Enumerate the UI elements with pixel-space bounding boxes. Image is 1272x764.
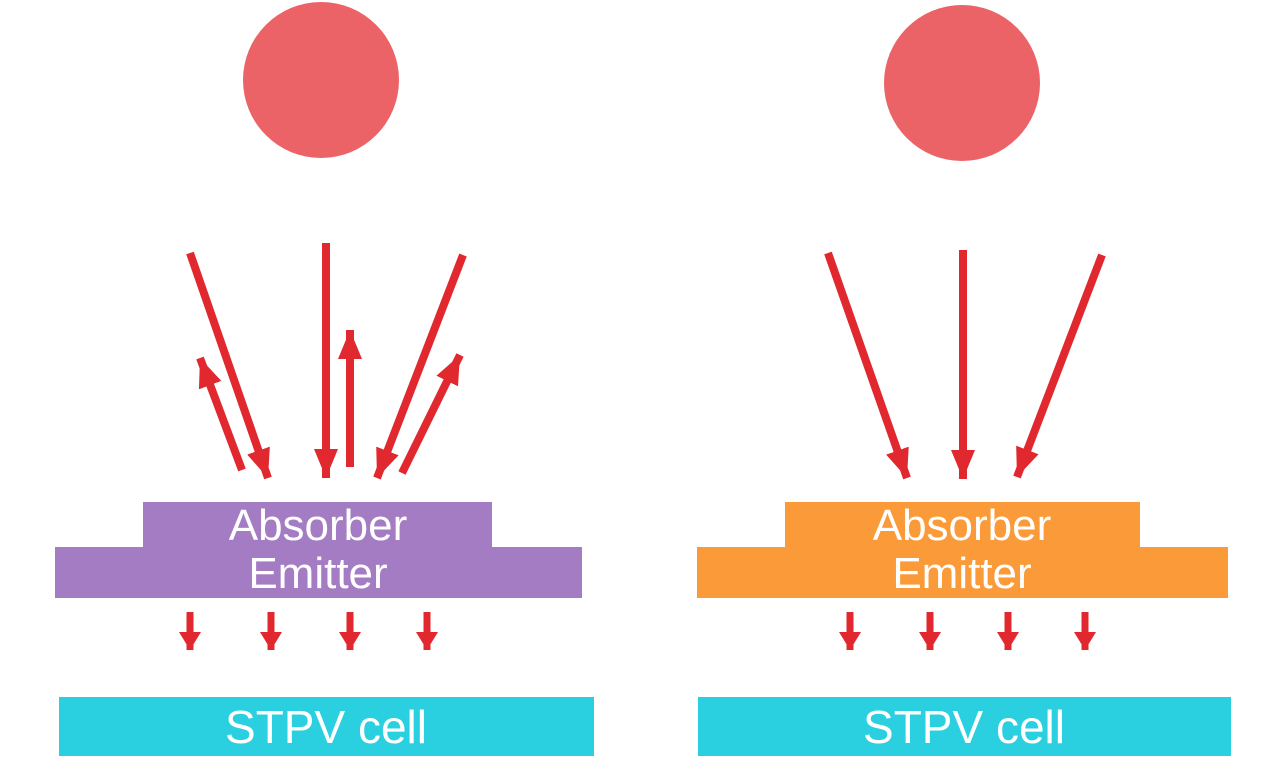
right-stpv-cell bbox=[698, 697, 1231, 756]
left-diagram: Absorber Emitter STPV cell bbox=[55, 2, 594, 756]
right-diagram: Absorber Emitter STPV cell bbox=[697, 5, 1231, 756]
left-reflected-ray-1 bbox=[196, 356, 246, 472]
right-incident-ray-1 bbox=[824, 251, 911, 480]
left-incident-ray-1 bbox=[186, 251, 272, 480]
left-absorber-label: Absorber bbox=[229, 501, 408, 550]
left-stpv-cell bbox=[59, 697, 594, 756]
left-reflected-ray-3 bbox=[398, 353, 464, 475]
right-stpv-cell-label: STPV cell bbox=[863, 701, 1065, 753]
right-sun bbox=[884, 5, 1040, 161]
left-absorber-layer bbox=[143, 502, 492, 548]
left-stpv-cell-label: STPV cell bbox=[225, 701, 427, 753]
right-emitter-layer bbox=[697, 547, 1228, 598]
left-sun bbox=[243, 2, 399, 158]
left-incident-ray-3 bbox=[373, 253, 467, 480]
right-absorber-label: Absorber bbox=[873, 501, 1052, 550]
right-emitter-label: Emitter bbox=[892, 549, 1031, 598]
right-incident-ray-3 bbox=[1013, 253, 1106, 479]
left-emitter-label: Emitter bbox=[248, 549, 387, 598]
left-emitter-layer bbox=[55, 547, 582, 598]
right-absorber-layer bbox=[785, 502, 1140, 548]
